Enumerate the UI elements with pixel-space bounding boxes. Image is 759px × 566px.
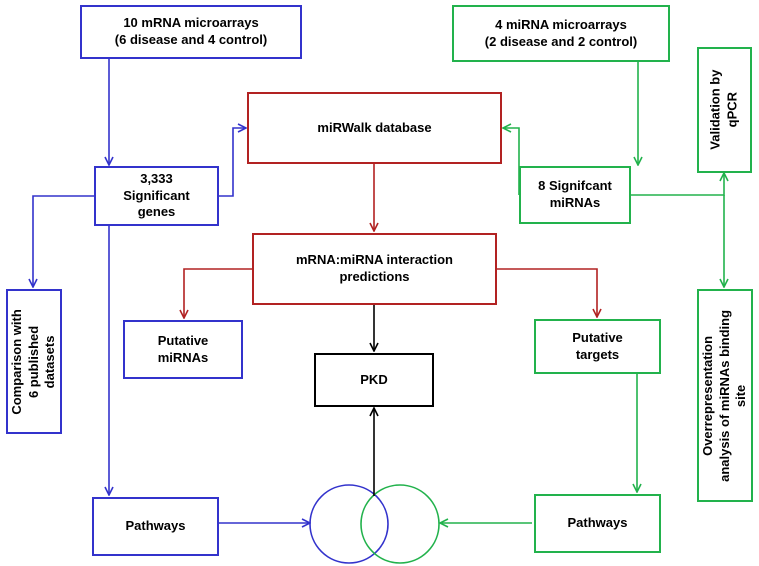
mrna-microarrays-line1: 10 mRNA microarrays bbox=[123, 15, 259, 31]
venn-circle-mirnas bbox=[360, 484, 440, 564]
significant-mirnas-box: 8 Signifcant miRNAs bbox=[519, 166, 631, 224]
validation-box: Validation by qPCR bbox=[697, 47, 752, 173]
mirna-microarrays-line2: (2 disease and 2 control) bbox=[484, 33, 638, 49]
mirwalk-database-label: miRWalk database bbox=[317, 119, 432, 135]
validation-line1: Validation by bbox=[707, 69, 723, 151]
significant-genes-box: 3,333 Significant genes bbox=[94, 166, 219, 226]
putative-targets-box: Putative targets bbox=[534, 319, 661, 374]
mrna-microarrays-box: 10 mRNA microarrays (6 disease and 4 con… bbox=[80, 5, 302, 59]
pkd-box: PKD bbox=[314, 353, 434, 407]
interaction-predictions-line1: mRNA:miRNA interaction bbox=[296, 252, 453, 268]
putative-mirnas-line2: miRNAs bbox=[157, 349, 209, 365]
mirwalk-database-box: miRWalk database bbox=[247, 92, 502, 164]
overrep-box: Overrepresentation analysis of miRNAs bi… bbox=[697, 289, 753, 502]
putative-mirnas-box: Putative miRNAs bbox=[123, 320, 243, 379]
pathways-left-box: Pathways bbox=[92, 497, 219, 556]
arrow-genes-to-comparison bbox=[33, 195, 94, 287]
arrow-mirnas-to-mirwalk bbox=[503, 128, 520, 195]
overrep-line1: Overrepresentation bbox=[700, 335, 716, 456]
mirna-microarrays-box: 4 miRNA microarrays (2 disease and 2 con… bbox=[452, 5, 670, 62]
mrna-microarrays-line2: (6 disease and 4 control) bbox=[114, 32, 268, 47]
significant-mirnas-line2: miRNAs bbox=[549, 195, 601, 210]
significant-genes-line1: 3,333 bbox=[140, 171, 173, 187]
overrep-line3: site bbox=[733, 384, 749, 407]
putative-targets-line2: targets bbox=[575, 346, 620, 362]
interaction-predictions-box: mRNA:miRNA interaction predictions bbox=[252, 233, 497, 305]
arrow-interaction-to-putative-targets bbox=[497, 268, 597, 317]
overrep-line2: analysis of miRNAs binding bbox=[716, 309, 732, 482]
putative-mirnas-line1: Putative bbox=[157, 332, 209, 348]
significant-genes-line3: genes bbox=[137, 204, 176, 220]
pathways-left-label: Pathways bbox=[125, 518, 186, 534]
comparison-box: Comparison with 6 published datasets bbox=[6, 289, 62, 434]
comparison-line1: Comparison with bbox=[9, 308, 25, 415]
putative-targets-line1: Putative bbox=[572, 329, 623, 345]
arrow-genes-to-mirwalk bbox=[219, 128, 246, 197]
arrow-mirnas-to-validation bbox=[631, 173, 724, 196]
comparison-line3: datasets bbox=[42, 335, 58, 388]
significant-mirnas-line1: 8 Signifcant bbox=[538, 178, 612, 194]
pathways-right-label: Pathways bbox=[567, 515, 628, 531]
comparison-line2: 6 published bbox=[25, 325, 41, 398]
significant-genes-line2: Significant bbox=[123, 187, 190, 203]
pkd-label: PKD bbox=[360, 371, 388, 387]
validation-line2: qPCR bbox=[724, 92, 740, 128]
arrow-interaction-to-putative-mirnas bbox=[184, 268, 252, 318]
mirna-microarrays-line1: 4 miRNA microarrays bbox=[495, 16, 627, 32]
interaction-predictions-line2: predictions bbox=[339, 269, 410, 284]
venn-circle-genes bbox=[309, 484, 389, 564]
pathways-right-box: Pathways bbox=[534, 494, 661, 553]
